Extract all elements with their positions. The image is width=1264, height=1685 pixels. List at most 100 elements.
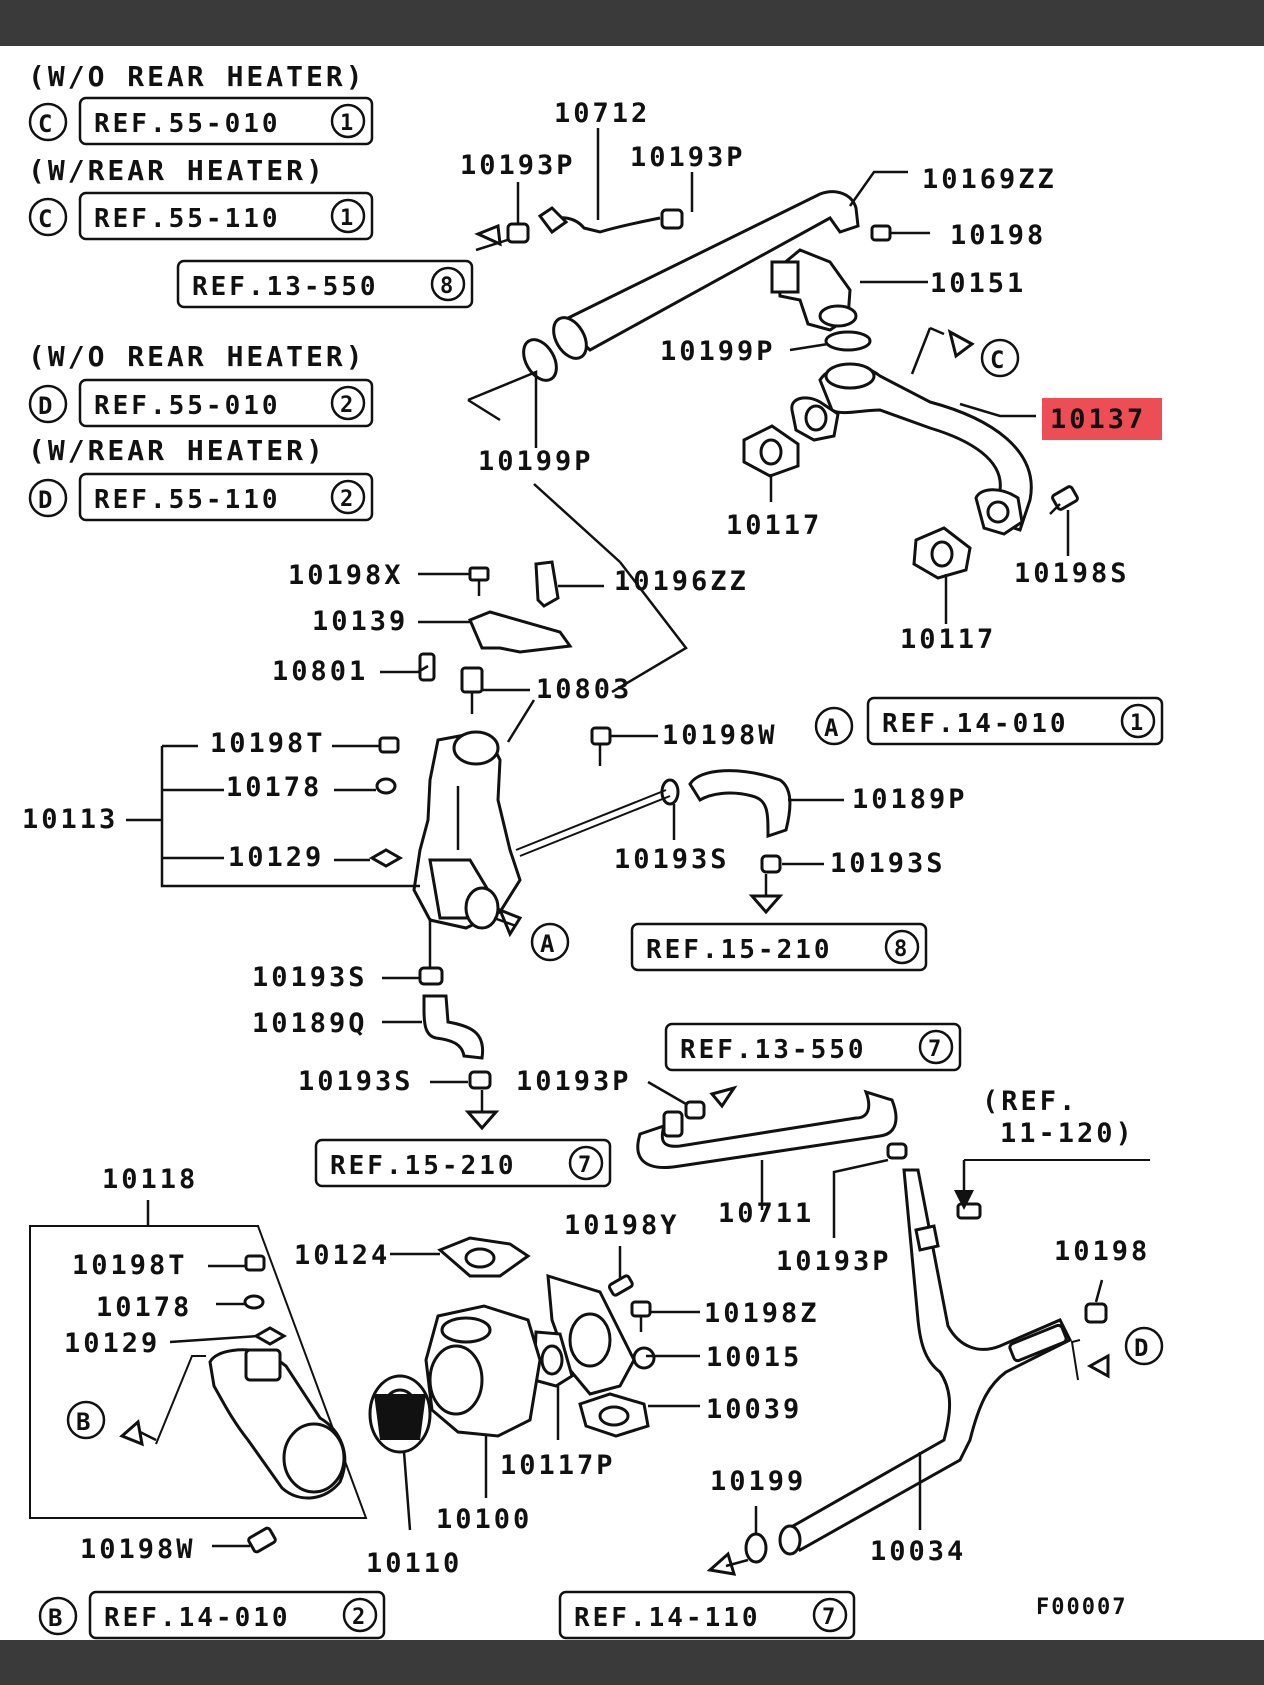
ref-14-010-1[interactable]: REF.14-010 1	[866, 696, 1164, 746]
marker-d-arrow[interactable]: D	[1070, 1326, 1164, 1381]
ref-55-010-2[interactable]: REF.55-010 2	[78, 378, 374, 428]
highlight-10137	[1042, 398, 1162, 440]
label-10117-2: 10117	[900, 624, 996, 655]
pipe-10137[interactable]	[790, 362, 1033, 536]
bolt-10198x	[468, 566, 490, 596]
label-10117p: 10117P	[500, 1450, 616, 1481]
svg-text:7: 7	[928, 1037, 941, 1062]
label-10199: 10199	[710, 1466, 806, 1497]
marker-a-arrow[interactable]: A	[493, 907, 570, 962]
diagram-svg: (W/O REAR HEATER) C REF.55-010 1 (W/REAR…	[22, 60, 1164, 1640]
thermostat-10110[interactable]	[368, 1374, 432, 1454]
header-c-with-rear-heater: (W/REAR HEATER)	[28, 154, 326, 187]
marker-b-ref[interactable]: B	[38, 1596, 78, 1636]
label-ref-11-line2: 11-120)	[1000, 1118, 1135, 1149]
header-d-without-rear-heater: (W/O REAR HEATER)	[28, 340, 366, 373]
svg-text:B: B	[76, 1408, 90, 1436]
marker-c-arrow[interactable]: C	[910, 326, 1020, 378]
ref-55-010-1[interactable]: REF.55-010 1	[78, 96, 374, 146]
label-10712: 10712	[554, 98, 650, 129]
svg-text:7: 7	[578, 1153, 591, 1178]
ref-15-210-8[interactable]: REF.15-210 8	[630, 922, 928, 972]
label-10198-top: 10198	[950, 220, 1046, 251]
svg-text:1: 1	[340, 111, 353, 136]
clamp-10193s-4	[468, 1070, 492, 1090]
clamp-10193p-3	[684, 1085, 738, 1120]
ref-15-210-7[interactable]: REF.15-210 7	[314, 1138, 612, 1188]
svg-text:REF.13-550: REF.13-550	[192, 272, 379, 302]
label-10801: 10801	[272, 656, 368, 687]
label-10110: 10110	[366, 1548, 462, 1579]
clamp-10193s-3	[418, 966, 444, 986]
bolt-10198w-2	[247, 1526, 277, 1554]
pipe-10712[interactable]	[537, 206, 684, 235]
gasket-10117-1	[742, 424, 800, 478]
ref-13-550-8[interactable]: REF.13-550 8	[176, 259, 474, 309]
svg-text:C: C	[38, 110, 52, 138]
label-10189q: 10189Q	[252, 1008, 368, 1039]
top-dark-bar	[0, 0, 1264, 46]
label-10039: 10039	[706, 1394, 802, 1425]
bottom-dark-bar	[0, 1640, 1264, 1685]
label-10193p-3: 10193P	[516, 1066, 632, 1097]
label-10196zz: 10196ZZ	[614, 566, 749, 597]
svg-text:7: 7	[822, 1605, 835, 1630]
thermostat-housing-10151[interactable]	[770, 248, 858, 332]
marker-d-1[interactable]: D	[28, 384, 68, 424]
svg-text:D: D	[38, 392, 52, 420]
label-10198t-1: 10198T	[210, 728, 326, 759]
thermostat-case-10100[interactable]	[424, 1304, 542, 1438]
svg-text:REF.14-110: REF.14-110	[574, 1603, 761, 1633]
label-10015: 10015	[706, 1342, 802, 1373]
ref-14-110-7[interactable]: REF.14-110 7	[558, 1590, 856, 1640]
water-pipe-10034[interactable]	[778, 1168, 1073, 1556]
pipe-10169zz[interactable]	[547, 190, 860, 364]
header-c-without-rear-heater: (W/O REAR HEATER)	[28, 60, 366, 93]
label-10129-2: 10129	[64, 1328, 160, 1359]
svg-text:2: 2	[340, 487, 353, 512]
label-10137: 10137	[1050, 404, 1146, 435]
water-inlet-pipe-10118[interactable]	[208, 1348, 347, 1500]
label-10193s-2: 10193S	[830, 848, 946, 879]
svg-text:D: D	[1134, 1334, 1148, 1362]
bracket-10139[interactable]	[468, 610, 573, 654]
label-10198s: 10198S	[1014, 558, 1130, 589]
marker-c-1[interactable]: C	[28, 102, 68, 142]
hose-10711[interactable]	[636, 1089, 898, 1169]
tube-to-10193s	[515, 789, 671, 857]
bolt-10198-top	[870, 224, 908, 242]
marker-b-arrow[interactable]: B	[66, 1355, 206, 1447]
bracket-10196zz[interactable]	[534, 560, 560, 608]
label-10193s-4: 10193S	[298, 1066, 414, 1097]
svg-text:A: A	[824, 714, 839, 742]
bolt-10198y	[607, 1274, 634, 1297]
water-outlet-10113[interactable]	[412, 730, 522, 930]
marker-a-ref[interactable]: A	[814, 706, 854, 746]
svg-text:REF.14-010: REF.14-010	[104, 1603, 291, 1633]
sensor-10803	[460, 666, 484, 714]
label-10100: 10100	[436, 1504, 532, 1535]
svg-text:8: 8	[894, 937, 907, 962]
hose-10189q[interactable]	[422, 994, 485, 1060]
header-d-with-rear-heater: (W/REAR HEATER)	[28, 434, 326, 467]
ref-55-110-1[interactable]: REF.55-110 1	[78, 191, 374, 241]
marker-c-2[interactable]: C	[28, 197, 68, 237]
label-10151: 10151	[930, 268, 1026, 299]
ref-13-550-7[interactable]: REF.13-550 7	[664, 1022, 962, 1072]
ref-55-110-2[interactable]: REF.55-110 2	[78, 472, 374, 522]
clamp-10193p-4	[886, 1142, 908, 1160]
svg-text:REF.15-210: REF.15-210	[330, 1151, 517, 1181]
oring-10199p-1	[824, 330, 872, 352]
parts-diagram: (W/O REAR HEATER) C REF.55-010 1 (W/REAR…	[0, 46, 1264, 1640]
gasket-10124	[437, 1236, 531, 1278]
label-10178-1: 10178	[226, 772, 322, 803]
label-10118: 10118	[102, 1164, 198, 1195]
hose-10189p[interactable]	[688, 769, 792, 839]
label-10193s-1: 10193S	[614, 844, 730, 875]
marker-d-2[interactable]: D	[28, 478, 68, 518]
clamp-10193s-1	[660, 778, 680, 806]
washer-10178-1	[375, 777, 397, 795]
label-10193p-2: 10193P	[630, 142, 746, 173]
bolt-10198t-2	[244, 1254, 266, 1272]
ref-14-010-2[interactable]: REF.14-010 2	[88, 1590, 386, 1640]
